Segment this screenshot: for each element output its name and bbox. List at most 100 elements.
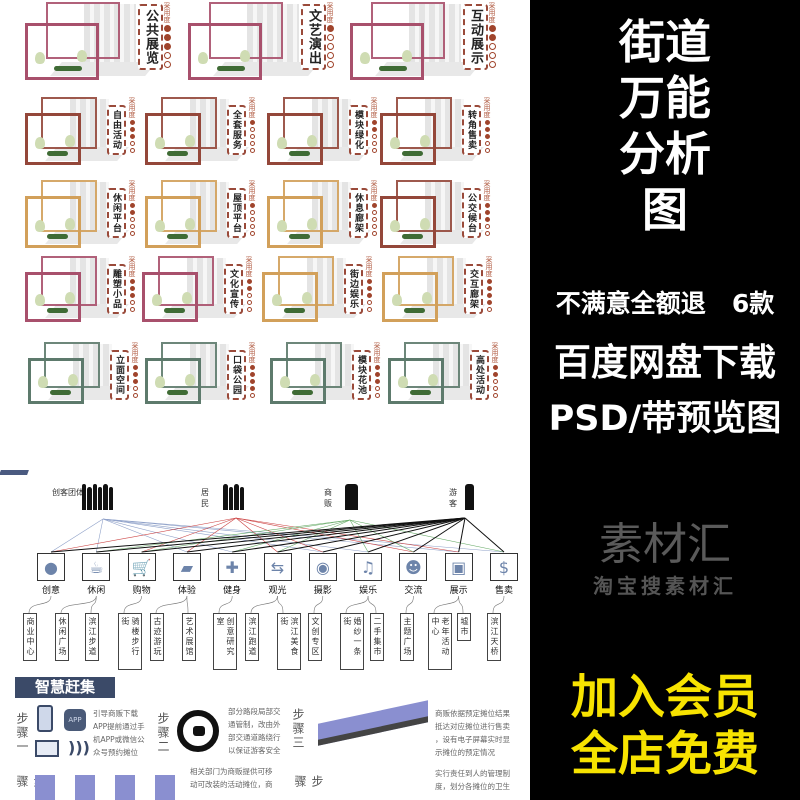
- person-silhouette-icon: [465, 484, 474, 510]
- tree: [419, 218, 430, 230]
- tree: [280, 376, 290, 388]
- cube-back-edges: [278, 256, 334, 306]
- rating-dot-filled: [249, 365, 255, 370]
- rating-dot-filled: [374, 372, 380, 377]
- person-silhouette-icon: [103, 484, 108, 510]
- cube-label: 街边娱乐: [344, 264, 363, 314]
- rating-dot-filled: [249, 379, 255, 384]
- market-model-illustration: [318, 700, 428, 746]
- place-connector: [405, 595, 414, 614]
- building-facade: [409, 4, 462, 62]
- place-connector: [28, 595, 52, 614]
- activity-label: 展示: [449, 586, 468, 596]
- rating-dot-filled: [129, 120, 135, 125]
- rating-dot-filled: [492, 365, 498, 370]
- cube-label: 高处活动: [470, 350, 489, 400]
- format-line: PSD/带预览图: [548, 399, 782, 439]
- cube-front-edges: [28, 358, 84, 404]
- tree: [64, 218, 75, 230]
- rating-dot-empty: [129, 231, 135, 236]
- rating-indicator: 采用度: [127, 97, 137, 153]
- rating-dot-filled: [129, 127, 135, 132]
- rating-dot-empty: [374, 386, 380, 391]
- cube-label: 交互廊架: [464, 264, 483, 314]
- rating-dot-empty: [488, 43, 496, 50]
- rating-dot-filled: [249, 386, 255, 391]
- tree: [35, 52, 45, 64]
- cube-illustration: [25, 256, 137, 322]
- building-facade: [314, 344, 355, 386]
- building-facade: [247, 4, 300, 62]
- rating-dot-empty: [484, 148, 490, 153]
- connection-line: [50, 517, 237, 553]
- connection-line: [367, 517, 466, 553]
- rating-dot-filled: [486, 300, 492, 305]
- cube-front-edges: [350, 23, 424, 80]
- rating-dot-filled: [484, 203, 490, 208]
- promo-panel: 街道万能分析图 不满意全额退 6款 百度网盘下载 PSD/带预览图 素材汇 淘宝…: [530, 0, 800, 800]
- planter: [401, 234, 424, 239]
- planter: [378, 66, 407, 71]
- place-box: 文创专区: [308, 613, 322, 661]
- step5-label: 步骤: [293, 775, 324, 789]
- cube-illustration: [380, 97, 492, 165]
- planter: [166, 151, 189, 156]
- connection-line: [102, 518, 233, 553]
- vendor-table-icon: [0, 470, 29, 475]
- rating-dot-filled: [484, 127, 490, 132]
- rating-dot-empty: [163, 61, 171, 68]
- building-facade: [189, 99, 230, 147]
- rating-dot-filled: [374, 379, 380, 384]
- place-box: 婚纱一条街: [340, 613, 364, 670]
- cube-illustration: [145, 180, 257, 248]
- rating-dot-filled: [132, 372, 138, 377]
- activity-label: 摄影: [313, 586, 332, 596]
- tree: [419, 135, 430, 147]
- rating-dot-filled: [371, 203, 377, 208]
- rating-dot-filled: [326, 25, 334, 32]
- cube-front-edges: [380, 113, 436, 165]
- connection-line: [277, 517, 466, 553]
- stall-models-illustration: [35, 775, 180, 800]
- promo-title: 街道万能分析图: [619, 15, 711, 237]
- activity-label: 健身: [223, 586, 242, 596]
- rating-dot-filled: [163, 34, 171, 41]
- person-silhouette-icon: [239, 487, 244, 510]
- connection-line: [458, 517, 466, 553]
- cube-back-edges: [41, 256, 97, 306]
- place-connector: [218, 595, 233, 614]
- cube-illustration: [270, 342, 382, 404]
- cube-back-edges: [404, 342, 460, 388]
- building-facade: [424, 182, 465, 230]
- watermark-sub: 淘宝搜素材汇: [593, 574, 737, 598]
- place-box: 主题广场: [400, 613, 414, 661]
- cube-front-edges: [145, 196, 201, 248]
- connection-line: [96, 517, 466, 553]
- step1-label: 步骤一: [15, 712, 29, 754]
- rating-dot-filled: [129, 210, 135, 215]
- rating-dot-empty: [371, 217, 377, 222]
- person-silhouette-icon: [223, 484, 228, 510]
- building-facade: [84, 4, 137, 62]
- rating-dot-filled: [129, 134, 135, 139]
- rating-dot-empty: [371, 210, 377, 215]
- cube-illustration: [380, 180, 492, 248]
- cube-illustration: [350, 2, 485, 80]
- connection-line: [50, 517, 466, 553]
- cube-back-edges: [396, 180, 452, 232]
- rating-dot-filled: [486, 279, 492, 284]
- rating-dot-filled: [132, 365, 138, 370]
- activity-network-diagram: 创客团体 居民 商贩 游客 ●创意☕休闲🛒购物▰体验✚健身⇆观光◉摄影♫娱乐☻交…: [0, 470, 530, 670]
- place-connector: [155, 595, 188, 614]
- rating-indicator: 采用度: [487, 2, 497, 68]
- tree: [427, 374, 438, 386]
- cube-illustration: [188, 2, 323, 80]
- cube-front-edges: [380, 196, 436, 248]
- person-silhouette-icon: [82, 484, 87, 510]
- cube-label: 转角售卖: [462, 105, 481, 155]
- rating-dot-filled: [371, 120, 377, 125]
- cube-front-edges: [267, 196, 323, 248]
- cube-back-edges: [286, 342, 342, 388]
- place-connector: [313, 595, 324, 614]
- connection-line: [322, 517, 466, 553]
